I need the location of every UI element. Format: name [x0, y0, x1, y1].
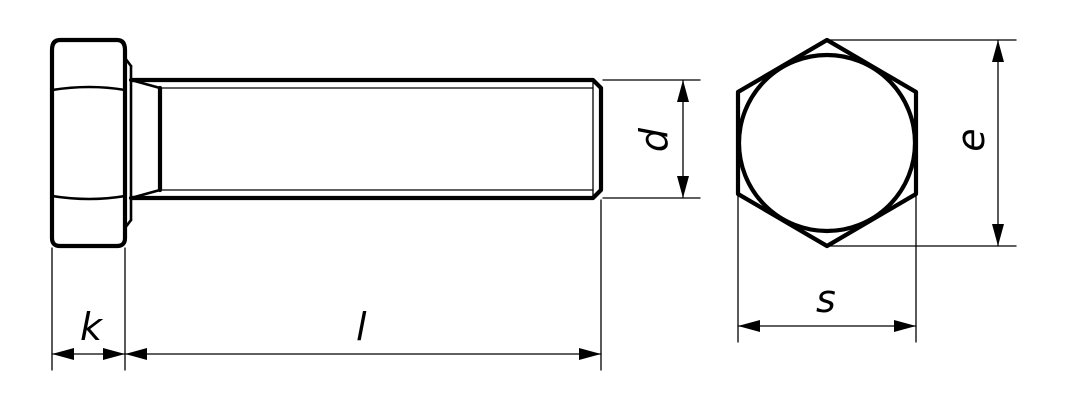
arrowhead-d-top [677, 80, 689, 102]
bolt-shank [128, 77, 604, 201]
dimension-label-d: d [632, 127, 676, 152]
dimension-k: k [51, 247, 126, 371]
arrowhead-s-right [894, 320, 916, 332]
arrowhead-d-bottom [677, 176, 689, 198]
dimension-d: d [602, 79, 701, 199]
head-facet-bottom [50, 194, 127, 201]
arrowhead-l-right [579, 348, 601, 360]
dimension-e: e [829, 39, 1017, 247]
arrowhead-l-left [125, 348, 147, 360]
head-chamfer-bottom [123, 218, 133, 230]
head-chamfer-top [123, 56, 133, 68]
dimension-s: s [737, 195, 917, 343]
bolt-head [49, 37, 128, 249]
arrowhead-k-right [103, 348, 125, 360]
dimension-label-l: l [356, 305, 367, 349]
dimension-label-s: s [816, 277, 836, 321]
arrowhead-e-bottom [992, 224, 1004, 246]
thread-runout-bottom [129, 188, 162, 200]
bearing-face-circle [736, 52, 918, 234]
bolt-end-view [735, 37, 919, 249]
dimension-label-e: e [949, 128, 993, 151]
hex-head-outline [735, 37, 919, 249]
bolt-side-view [49, 37, 604, 249]
dimension-label-k: k [80, 305, 104, 349]
arrowhead-s-left [738, 320, 760, 332]
dimension-l: l [124, 199, 602, 371]
arrowhead-k-left [52, 348, 74, 360]
thread-runout-top [129, 78, 162, 90]
head-facet-top [50, 85, 127, 92]
arrowhead-e-top [992, 40, 1004, 62]
